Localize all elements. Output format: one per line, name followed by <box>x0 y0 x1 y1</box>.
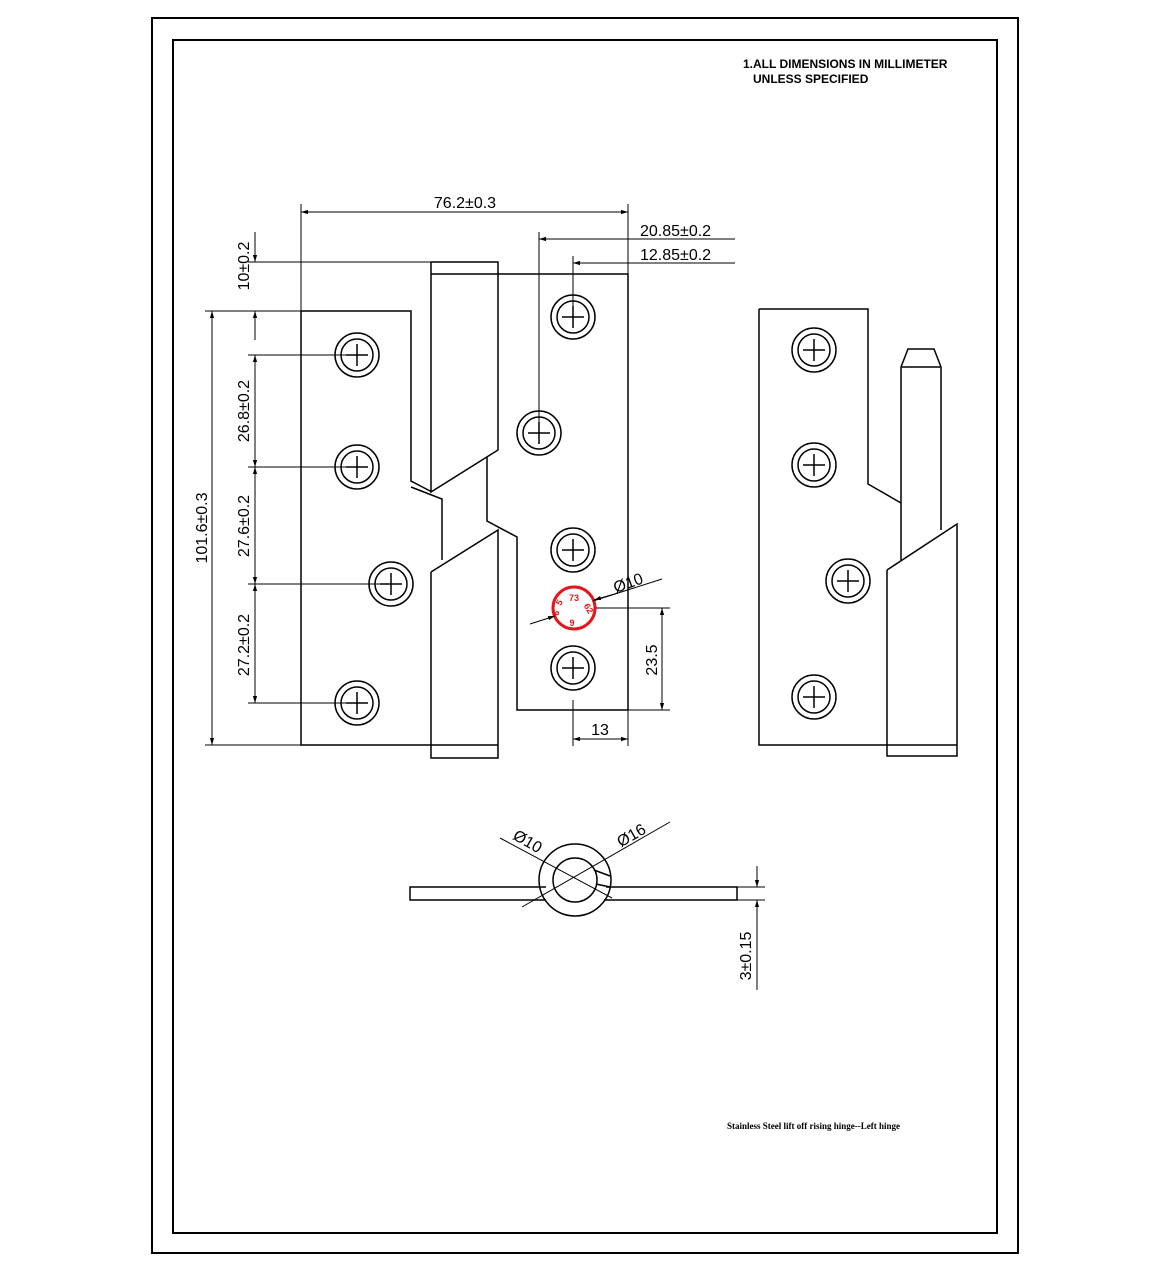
inspection-stamp: 73 5 6 62 9 <box>551 585 597 631</box>
stamp-text-top: 73 <box>569 593 579 603</box>
hole-bore <box>556 533 590 567</box>
dim-hole-bottom-offset-label: 23.5 <box>644 644 661 675</box>
hole-countersink <box>791 327 837 373</box>
screw-holes <box>334 294 871 726</box>
hole-bore <box>797 448 831 482</box>
dim-vertical-chain: 10±0.2 26.8±0.2 27.6±0.2 27.2±0.2 <box>205 232 431 746</box>
dim-thickness: 3±0.15 <box>737 866 765 990</box>
dim-pitch-2-label: 27.6±0.2 <box>236 495 253 557</box>
dim-hole-offset-b-label: 12.85±0.2 <box>640 247 711 264</box>
hole-countersink <box>825 558 871 604</box>
plan-knuckle-slot <box>593 869 611 888</box>
plan-knuckle-inner <box>552 857 598 903</box>
dim-hole-bottom-offset: 23.5 <box>596 607 670 711</box>
dim-hole-diameter: Ø10 <box>529 571 663 625</box>
dim-thickness-label: 3±0.15 <box>738 931 755 980</box>
hole-center-cross <box>803 686 825 708</box>
hole-countersink <box>550 527 596 573</box>
screw-hole <box>791 442 837 488</box>
dim-hole-offset-b: 12.85±0.2 <box>572 247 735 317</box>
side-pin <box>900 348 942 560</box>
dim-height-overall-label: 101.6±0.3 <box>194 492 211 563</box>
hole-bore <box>797 680 831 714</box>
dim-pitch-1-label: 26.8±0.2 <box>236 380 253 442</box>
note-line-1: 1.ALL DIMENSIONS IN MILLIMETER <box>743 57 948 71</box>
dim-hole-edge-offset: 13 <box>572 700 629 746</box>
note-line-2: UNLESS SPECIFIED <box>753 72 869 86</box>
side-leaf-outline <box>758 308 902 746</box>
hole-countersink <box>791 674 837 720</box>
top-knuckle <box>430 261 499 494</box>
screw-hole <box>550 645 596 691</box>
bottom-knuckle <box>430 528 499 759</box>
dim-width-overall: 76.2±0.3 <box>300 195 629 311</box>
dim-hole-offset-a-label: 20.85±0.2 <box>640 223 711 240</box>
outer-frame <box>151 17 1019 1254</box>
stamp-text-right: 62 <box>582 602 596 616</box>
hole-center-cross <box>803 339 825 361</box>
side-view <box>758 308 958 757</box>
hole-bore <box>831 564 865 598</box>
left-leaf-outline <box>300 310 443 746</box>
screw-hole <box>791 327 837 373</box>
hole-center-cross <box>837 570 859 592</box>
stamp-text-bottom: 9 <box>569 618 574 628</box>
screw-hole <box>825 558 871 604</box>
plan-right-leaf <box>604 886 738 901</box>
dim-hole-edge-offset-label: 13 <box>591 722 609 739</box>
dim-knuckle-diameter-label: Ø16 <box>614 821 649 851</box>
hole-center-cross <box>803 454 825 476</box>
hole-bore <box>797 333 831 367</box>
dim-height-overall: 101.6±0.3 <box>194 311 215 745</box>
hole-countersink <box>550 645 596 691</box>
right-leaf-outline <box>486 273 629 711</box>
dim-width-overall-label: 76.2±0.3 <box>434 195 496 212</box>
dim-hole-offset-a: 20.85±0.2 <box>538 223 735 433</box>
leader-knuckle-diameter <box>521 821 671 908</box>
screw-hole <box>550 527 596 573</box>
stamp-circle <box>551 585 597 631</box>
dim-top-offset-label: 10±0.2 <box>236 241 253 290</box>
dim-pitch-3-label: 27.2±0.2 <box>236 614 253 676</box>
plan-view: Ø10 Ø16 <box>409 821 738 917</box>
hole-bore <box>556 651 590 685</box>
stamp-text-left-lower: 6 <box>551 609 562 617</box>
front-view <box>300 261 629 759</box>
inner-frame <box>172 39 998 1234</box>
hole-center-cross <box>562 539 584 561</box>
plan-left-leaf <box>409 886 546 901</box>
screw-hole <box>791 674 837 720</box>
leader-pin-diameter <box>499 837 613 899</box>
side-knuckle <box>886 522 958 757</box>
plan-knuckle-outer <box>538 843 612 917</box>
hole-countersink <box>791 442 837 488</box>
drawing-caption: Stainless Steel lift off rising hinge--L… <box>727 1121 900 1131</box>
hole-center-cross <box>562 657 584 679</box>
stamp-text-left-upper: 5 <box>554 598 565 607</box>
